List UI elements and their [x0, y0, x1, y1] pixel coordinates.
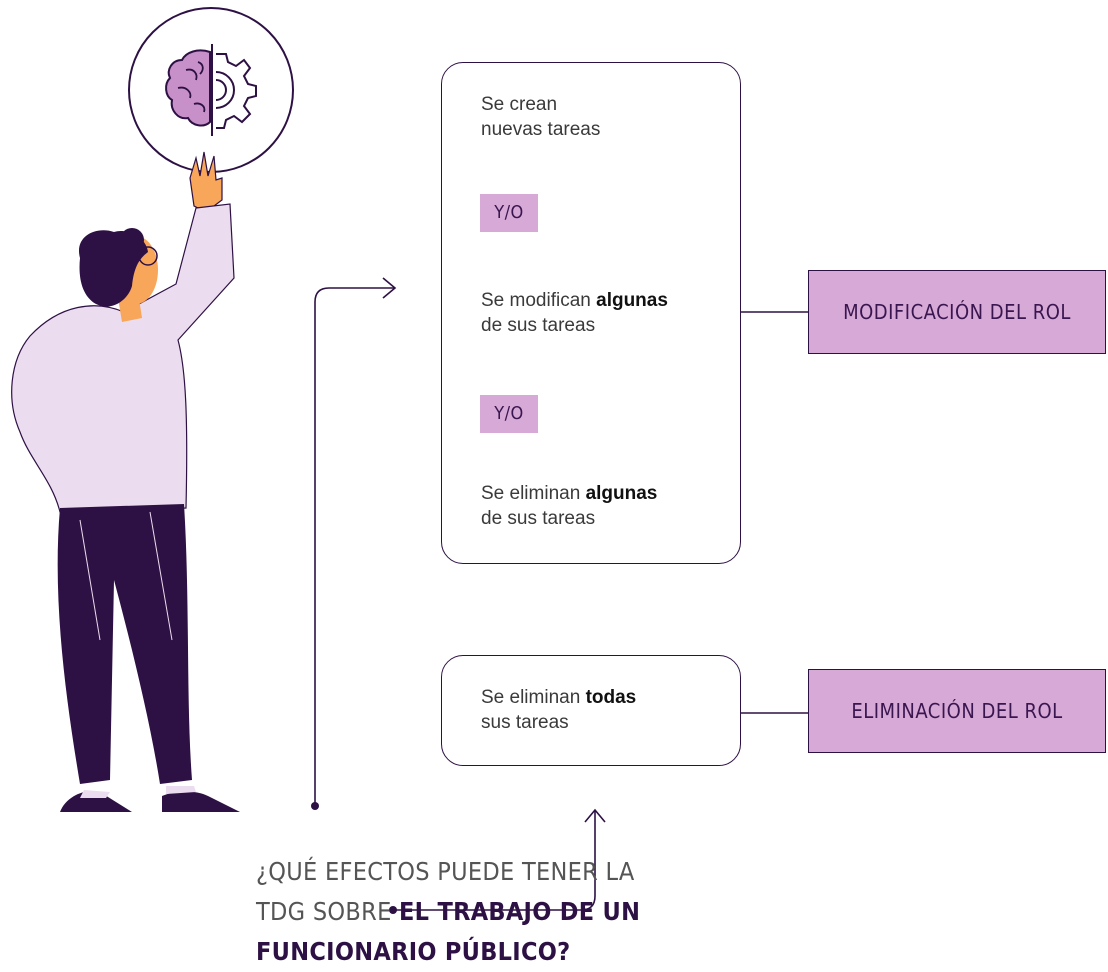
item-remove-all-pre: Se eliminan: [481, 687, 586, 708]
tasks-box-bottom: [441, 655, 741, 766]
item-create-line2: nuevas tareas: [481, 119, 601, 140]
item-modify-line2: de sus tareas: [481, 315, 596, 336]
sweater: [11, 203, 235, 513]
item-remove-some-line2: de sus tareas: [481, 508, 596, 529]
tasks-box-top: [441, 62, 741, 564]
main-question: ¿QUÉ EFECTOS PUEDE TENER LA TDG SOBRE EL…: [256, 852, 656, 972]
item-create-line1: Se crean: [481, 94, 558, 115]
item-modify-pre: Se modifican: [481, 290, 597, 311]
item-remove-all-bold: todas: [585, 687, 637, 708]
arrow-head-bottom: [584, 808, 606, 823]
item-modify-bold: algunas: [596, 290, 668, 311]
item-remove-all-line2: sus tareas: [481, 712, 569, 733]
connector-dot-bottom: [389, 906, 397, 914]
result-role-elimination: ELIMINACIÓN DEL ROL: [808, 669, 1106, 753]
pants: [57, 504, 192, 784]
item-create-tasks: Se crean nuevas tareas: [481, 92, 600, 142]
arrow-to-bottom-box: [393, 810, 596, 911]
arrow-to-top-box: [314, 287, 395, 806]
question-line1: ¿QUÉ EFECTOS PUEDE TENER LA: [256, 857, 635, 886]
item-remove-some-pre: Se eliminan: [481, 483, 586, 504]
and-or-badge-2: Y/O: [480, 395, 538, 433]
connector-dot-top: [311, 802, 319, 810]
question-line2-bold: EL TRABAJO DE UN: [399, 897, 641, 926]
right-shoe: [162, 791, 240, 812]
question-line3-bold: FUNCIONARIO PÚBLICO?: [256, 937, 571, 966]
item-modify-tasks: Se modifican algunas de sus tareas: [481, 288, 668, 338]
arrow-head-top: [382, 277, 397, 299]
result-role-modification: MODIFICACIÓN DEL ROL: [808, 270, 1106, 354]
brain-gear-icon: [165, 44, 257, 136]
item-remove-some-bold: algunas: [585, 483, 658, 504]
item-remove-some-tasks: Se eliminan algunas de sus tareas: [481, 481, 657, 531]
and-or-badge-1: Y/O: [480, 194, 538, 232]
question-line2-regular: TDG SOBRE: [256, 897, 400, 926]
item-remove-all-tasks: Se eliminan todas sus tareas: [481, 685, 636, 735]
left-shoe: [60, 790, 132, 812]
